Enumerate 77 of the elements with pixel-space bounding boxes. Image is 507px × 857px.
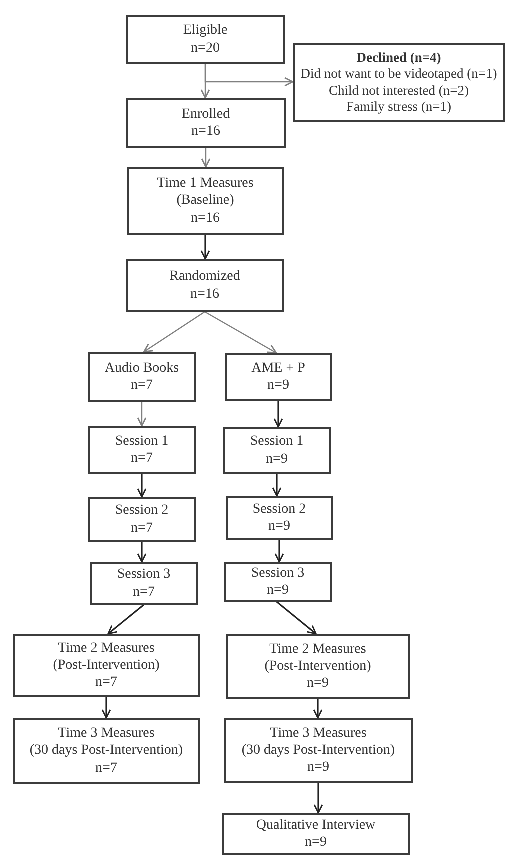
step-title: Session 2 [115,502,169,520]
step-subtitle: (30 days Post-Intervention) [30,742,184,760]
sample-size: n=7 [131,377,153,394]
process-box [223,427,331,474]
arrow [274,540,284,563]
process-box [226,634,410,699]
process-box [88,497,196,542]
process-box [226,496,333,540]
sample-size: n=16 [192,123,220,140]
arrow [204,311,278,354]
arrow [274,401,284,428]
process-box [88,426,196,474]
step-title: Session 3 [251,564,305,582]
process-box [126,98,286,148]
step-title: Session 2 [252,500,306,518]
sample-size: n=16 [191,210,220,227]
step-title: Time 2 Measures [270,640,366,658]
sample-size: n=9 [305,834,327,852]
process-box [88,352,196,402]
sample-size: n=7 [131,520,153,537]
step-title: Time 1 Measures [157,175,254,192]
step-title: Time 2 Measures [58,640,155,657]
process-box [126,259,284,312]
step-title: Qualitative Interview [256,816,376,834]
step-title: Randomized [170,268,240,286]
exclusion-reason: Child not interested (n=2) [329,82,469,99]
process-box [127,167,284,235]
sample-size: n=7 [96,760,118,777]
sample-size: n=9 [268,518,290,536]
process-box [225,353,332,401]
step-title: Session 1 [115,432,169,450]
arrow [200,235,210,260]
sample-size: n=9 [308,759,330,776]
arrow [143,312,206,353]
step-subtitle: (Baseline) [176,192,234,210]
step-subtitle: (30 days Post-Intervention) [242,742,396,760]
arrow [204,64,294,87]
step-title: Time 3 Measures [270,724,367,742]
sample-size: n=9 [307,675,329,692]
arrow [137,542,147,563]
step-title: Eligible [183,22,228,40]
step-title: Enrolled [182,106,230,123]
arrow [276,601,317,635]
step-title: Audio Books [104,360,180,377]
process-box [13,718,200,784]
arrow [108,604,144,635]
arrow [201,148,211,168]
sample-size: n=16 [190,286,220,303]
arrow [313,699,323,719]
step-title: AME + P [252,360,306,377]
arrow [314,783,324,814]
exclusion-reason: Did not want to be videotaped (n=1) [300,66,498,82]
arrow [137,474,147,498]
sample-size: n=9 [267,582,289,600]
process-box [90,562,198,605]
process-box [224,562,332,602]
step-title: Time 3 Measures [58,725,155,742]
process-box [222,813,410,855]
step-title: Session 3 [117,566,171,584]
step-subtitle: (Post-Intervention) [53,656,160,674]
step-title: Session 1 [250,433,304,450]
exclusion-reason: Family stress (n=1) [346,98,452,116]
process-box [13,634,200,697]
sample-size: n=7 [131,450,153,468]
sample-size: n=20 [191,40,220,57]
process-box [126,15,285,64]
exclusion-box [293,43,505,122]
step-subtitle: (Post-Intervention) [264,658,372,676]
process-box [224,718,413,783]
arrow [137,402,147,427]
sample-size: n=9 [266,450,288,468]
arrow [102,697,112,719]
exclusion-heading: Declined (n=4) [356,50,442,66]
sample-size: n=7 [96,674,118,692]
sample-size: n=7 [133,584,155,601]
sample-size: n=9 [268,377,290,394]
arrow [272,474,282,497]
